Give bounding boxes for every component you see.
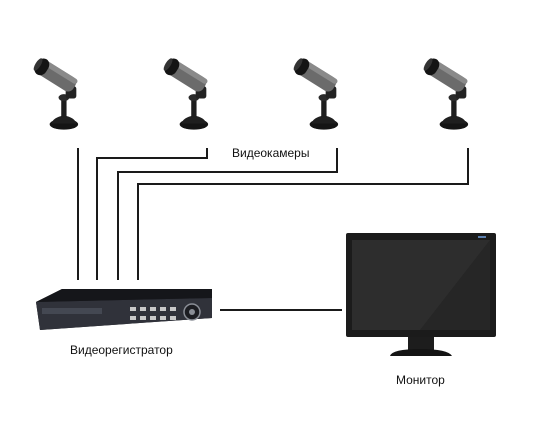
wire-camera-4 (137, 148, 469, 280)
cctv-camera-icon (161, 55, 209, 130)
cctv-camera-icon (31, 55, 79, 130)
lcd-monitor-icon (346, 233, 496, 356)
cameras-label: Видеокамеры (232, 146, 310, 160)
cctv-camera-icon (421, 55, 469, 130)
monitor-label: Монитор (396, 373, 445, 387)
wire-camera-2 (96, 148, 208, 280)
camera-wires (77, 148, 469, 280)
dvr-label: Видеорегистратор (70, 343, 173, 357)
dvr-recorder-icon (36, 289, 212, 330)
cctv-camera-icon (291, 55, 339, 130)
wire-camera-3 (117, 148, 338, 280)
